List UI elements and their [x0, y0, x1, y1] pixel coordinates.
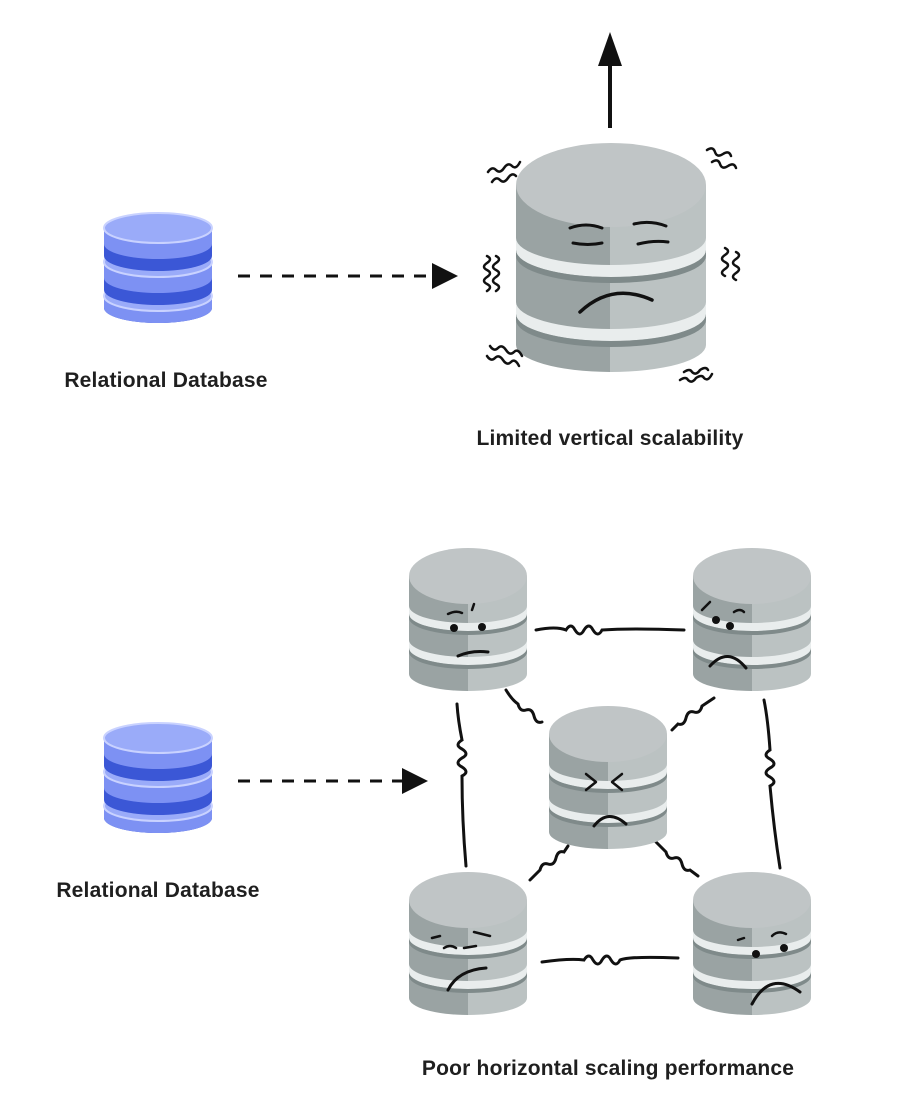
link-diag-tr	[670, 696, 716, 732]
stressed-database-icon-large	[516, 143, 707, 373]
dashed-arrow-icon-top	[238, 263, 458, 289]
top-source-label: Relational Database	[64, 369, 268, 392]
cluster-node-center	[549, 706, 667, 849]
cluster-node-bottom-right	[693, 872, 811, 1015]
link-left	[455, 702, 468, 868]
bottom-source-label: Relational Database	[56, 879, 260, 902]
link-diag-br	[654, 840, 700, 878]
bottom-result-label: Poor horizontal scaling performance	[421, 1057, 795, 1080]
cluster-node-top-left	[409, 548, 527, 691]
relational-database-icon-top	[103, 212, 213, 323]
shake-marks-icon	[482, 147, 741, 383]
link-bottom	[540, 954, 680, 966]
link-right	[762, 698, 782, 870]
link-diag-bl	[528, 844, 570, 882]
link-top	[534, 624, 686, 636]
top-result-label: Limited vertical scalability	[476, 427, 744, 450]
squiggle-links	[455, 624, 782, 966]
link-diag-tl	[504, 688, 544, 724]
up-arrow-icon	[598, 32, 622, 128]
relational-database-icon-bottom	[103, 722, 213, 833]
dashed-arrow-icon-bottom	[238, 768, 428, 794]
cluster-node-bottom-left	[409, 872, 527, 1015]
cluster-node-top-right	[693, 548, 811, 691]
